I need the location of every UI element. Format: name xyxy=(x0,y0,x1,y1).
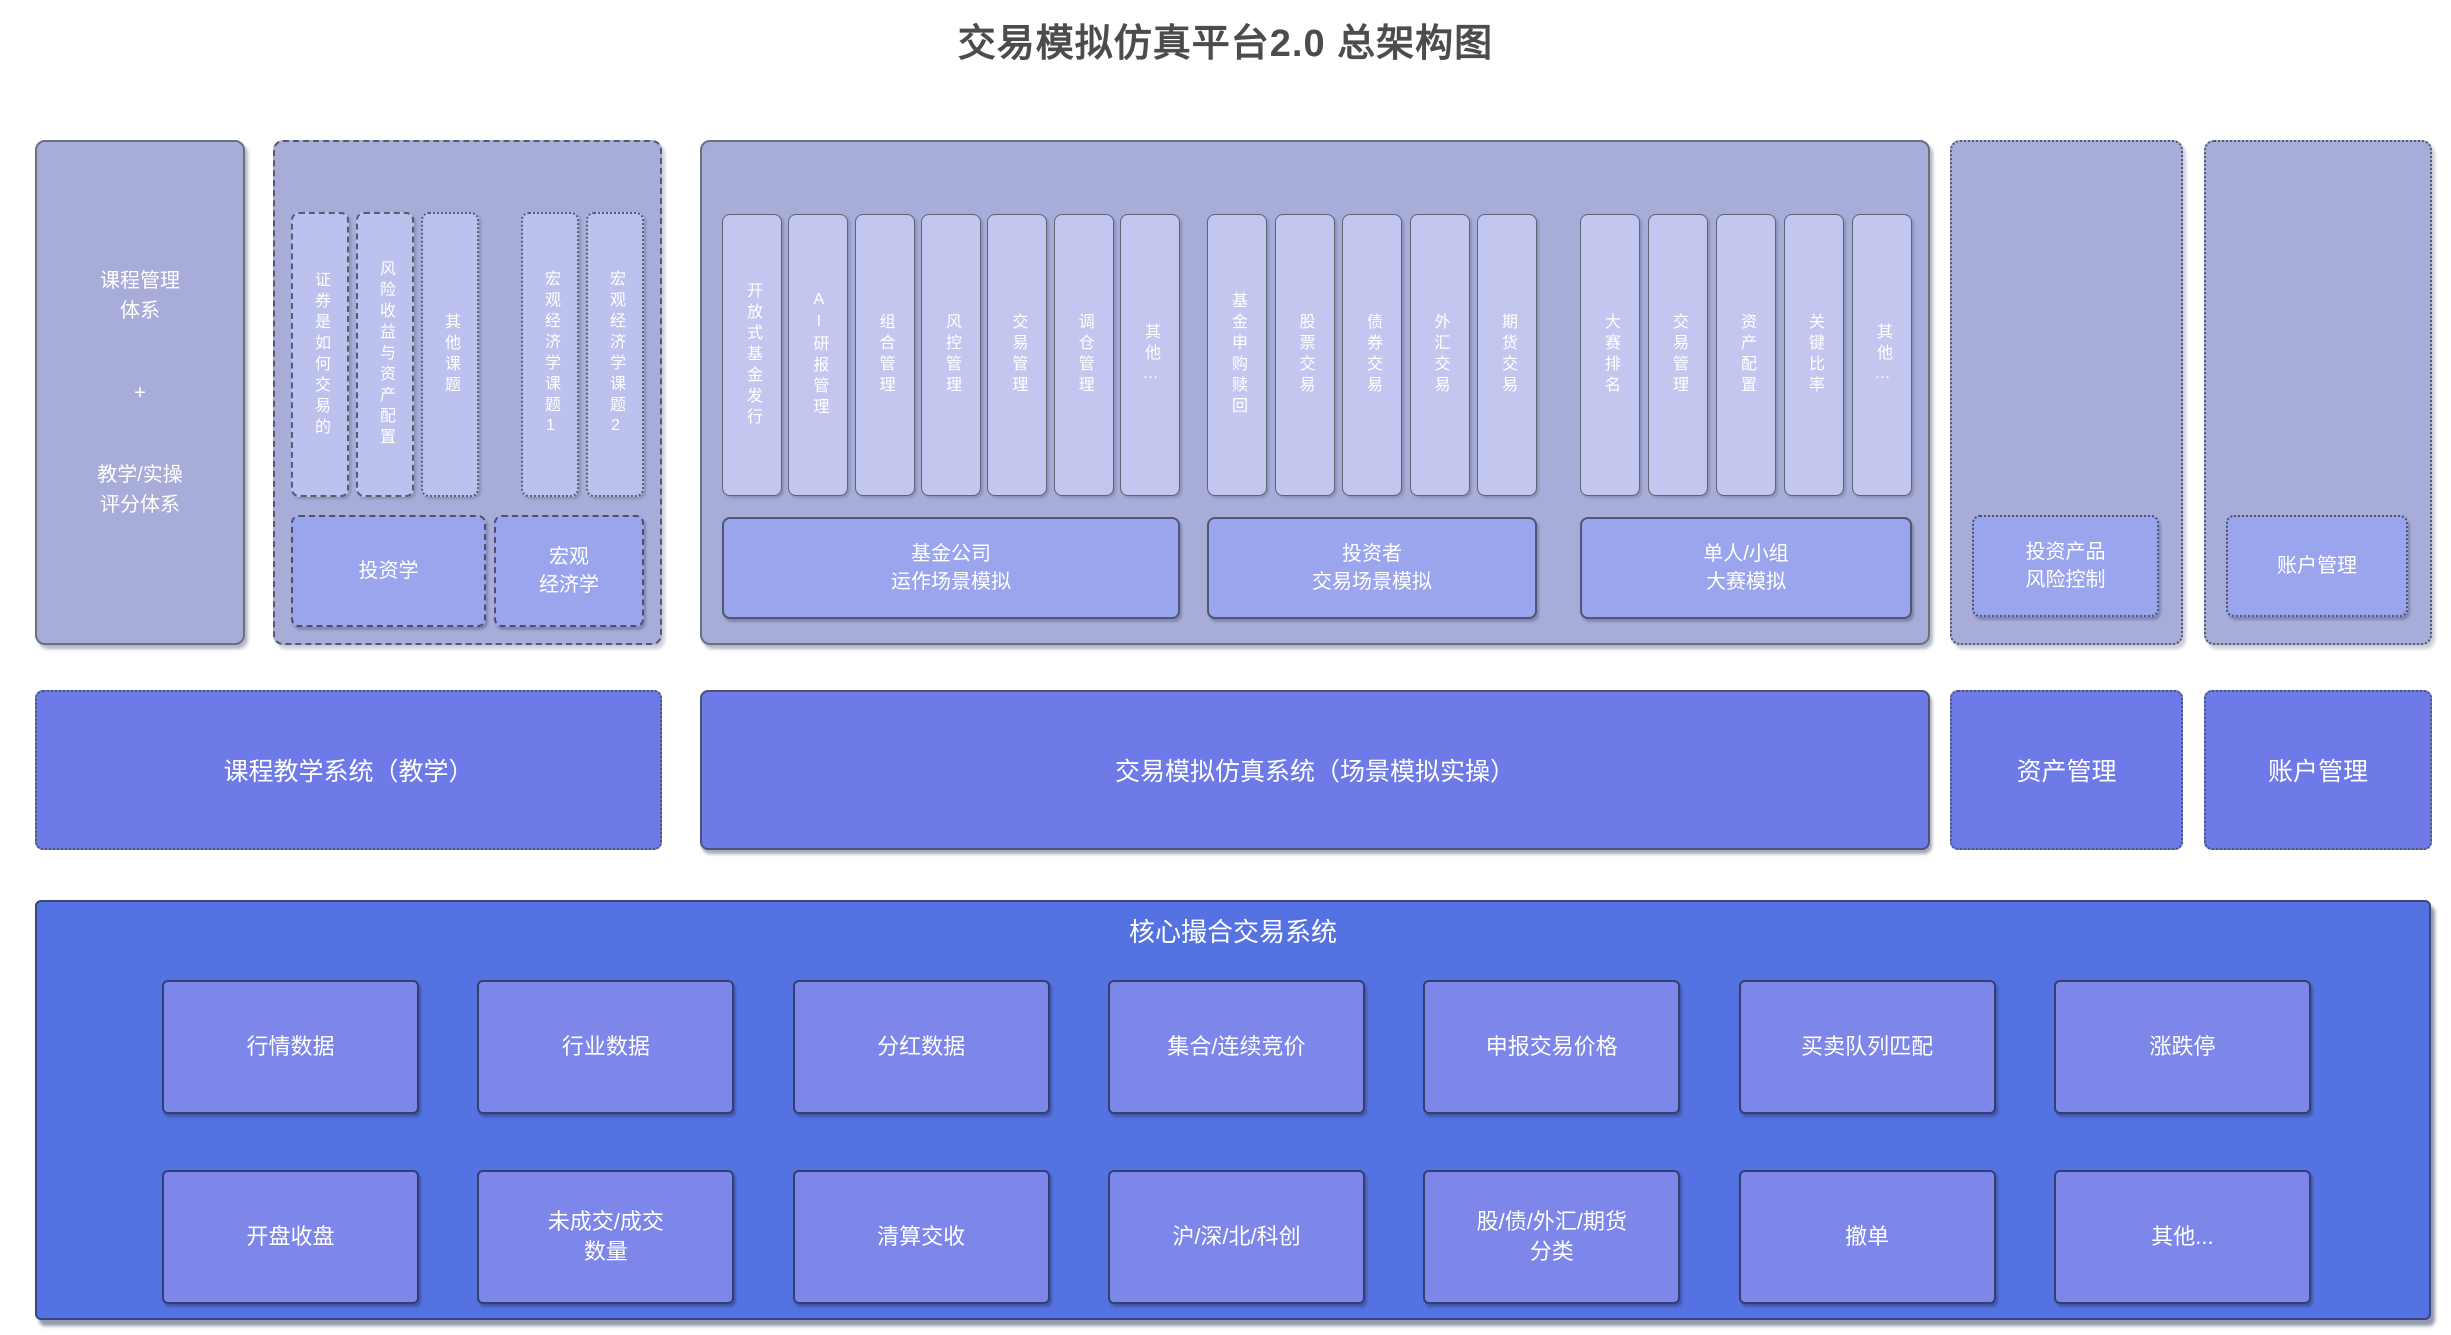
investor-group: 基金申购赎回股票交易债券交易外汇交易期货交易 投资者 交易场景模拟 xyxy=(1207,214,1537,631)
core-system-title: 核心撮合交易系统 xyxy=(1128,917,1337,947)
account-management-block: 账户管理 xyxy=(2204,690,2432,850)
investor-columns: 基金申购赎回股票交易债券交易外汇交易期货交易 xyxy=(1207,214,1537,496)
module-column: 其他… xyxy=(1852,214,1912,496)
core-function-box: 其他... xyxy=(2053,1170,2311,1304)
module-column: 关键比率 xyxy=(1784,214,1844,496)
course-topic-column: 宏观经济学课题1 xyxy=(521,212,579,497)
course-topic-column: 宏观经济学课题2 xyxy=(586,212,644,497)
core-function-box: 沪/深/北/科创 xyxy=(1107,1170,1365,1304)
account-container: 账户管理 xyxy=(2204,140,2432,645)
module-column: 开放式基金发行 xyxy=(722,214,782,496)
contest-scenario-box: 单人/小组 大赛模拟 xyxy=(1580,517,1912,619)
core-row-2: 开盘收盘未成交/成交 数量清算交收沪/深/北/科创股/债/外汇/期货 分类撤单其… xyxy=(162,1170,2311,1304)
core-function-box: 股/债/外汇/期货 分类 xyxy=(1423,1170,1681,1304)
module-column: 风控管理 xyxy=(920,214,981,496)
module-column: 交易管理 xyxy=(987,214,1048,496)
course-management-block: 课程管理 体系 + 教学/实操 评分体系 xyxy=(35,140,245,645)
course-subject-boxes: 投资学 宏观 经济学 xyxy=(291,515,644,627)
module-column: AI研报管理 xyxy=(788,214,849,496)
core-matching-system: 核心撮合交易系统 行情数据行业数据分红数据集合/连续竞价申报交易价格买卖队列匹配… xyxy=(35,900,2431,1320)
plus-sign: + xyxy=(134,381,146,404)
core-function-box: 未成交/成交 数量 xyxy=(477,1170,735,1304)
module-column: 基金申购赎回 xyxy=(1207,214,1267,496)
account-box: 账户管理 xyxy=(2226,515,2408,617)
core-function-box: 集合/连续竞价 xyxy=(1107,980,1365,1114)
core-function-box: 申报交易价格 xyxy=(1423,980,1681,1114)
core-function-box: 涨跌停 xyxy=(2053,980,2311,1114)
asset-management-block: 资产管理 xyxy=(1950,690,2183,850)
fund-company-scenario-box: 基金公司 运作场景模拟 xyxy=(722,517,1180,619)
risk-control-container: 投资产品 风险控制 xyxy=(1950,140,2183,645)
core-function-box: 清算交收 xyxy=(792,1170,1050,1304)
core-function-box: 开盘收盘 xyxy=(162,1170,419,1304)
course-management-text: 课程管理 体系 + 教学/实操 评分体系 xyxy=(37,142,243,643)
module-column: 大赛排名 xyxy=(1580,214,1640,496)
scoring-system-label: 教学/实操 评分体系 xyxy=(97,463,183,516)
core-row-1: 行情数据行业数据分红数据集合/连续竞价申报交易价格买卖队列匹配涨跌停 xyxy=(162,980,2311,1114)
core-function-box: 买卖队列匹配 xyxy=(1738,980,1996,1114)
module-column: 组合管理 xyxy=(854,214,915,496)
module-column: 债券交易 xyxy=(1342,214,1402,496)
module-column: 交易管理 xyxy=(1648,214,1708,496)
module-column: 调仓管理 xyxy=(1053,214,1114,496)
risk-control-box: 投资产品 风险控制 xyxy=(1972,515,2159,617)
module-column: 外汇交易 xyxy=(1409,214,1470,496)
subject-box-macroeconomics: 宏观 经济学 xyxy=(494,515,644,627)
contest-columns: 大赛排名交易管理资产配置关键比率其他… xyxy=(1580,214,1912,496)
teaching-system-block: 课程教学系统（教学） xyxy=(35,690,662,850)
module-column: 期货交易 xyxy=(1477,214,1537,496)
simulation-system-block: 交易模拟仿真系统（场景模拟实操） xyxy=(700,690,1930,850)
subject-box-investment: 投资学 xyxy=(291,515,486,627)
core-function-box: 行情数据 xyxy=(162,980,419,1114)
core-function-box: 撤单 xyxy=(1738,1170,1996,1304)
course-management-label: 课程管理 体系 xyxy=(100,269,180,322)
page-title: 交易模拟仿真平台2.0 总架构图 xyxy=(957,23,1494,65)
core-function-box: 行业数据 xyxy=(477,980,735,1114)
investor-scenario-box: 投资者 交易场景模拟 xyxy=(1207,517,1537,619)
module-column: 资产配置 xyxy=(1716,214,1776,496)
course-topic-column: 其他课题 xyxy=(421,212,479,497)
course-topic-column: 风险收益与资产配置 xyxy=(356,212,414,497)
course-topic-column: 证券是如何交易的 xyxy=(291,212,349,497)
module-column: 股票交易 xyxy=(1274,214,1335,496)
module-column: 其他… xyxy=(1119,214,1180,496)
contest-group: 大赛排名交易管理资产配置关键比率其他… 单人/小组 大赛模拟 xyxy=(1580,214,1912,631)
core-function-box: 分红数据 xyxy=(792,980,1050,1114)
